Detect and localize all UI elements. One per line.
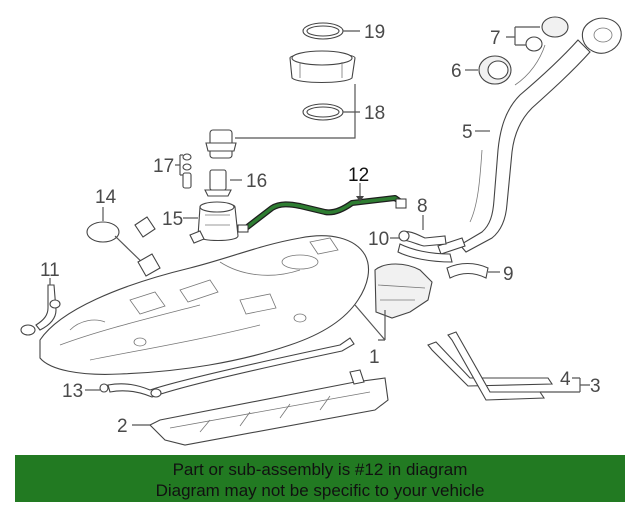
info-banner: Part or sub-assembly is #12 in diagram D… — [15, 455, 625, 502]
fuel-pump-16 — [204, 169, 232, 197]
filler-cap — [478, 16, 569, 85]
callout-13: 13 — [62, 381, 83, 402]
callout-1: 1 — [369, 347, 380, 368]
o-rings-17 — [182, 153, 192, 189]
filler-neck — [437, 17, 622, 255]
callout-3: 3 — [590, 376, 601, 397]
callout-14: 14 — [95, 187, 117, 208]
fuel-tube-12-highlight — [237, 195, 407, 233]
sender-unit — [86, 216, 161, 277]
fuel-tank — [39, 235, 370, 375]
callout-8: 8 — [417, 196, 428, 217]
leader-lines — [49, 26, 590, 426]
banner-line-1: Part or sub-assembly is #12 in diagram — [172, 460, 468, 479]
banner-line-2: Diagram may not be specific to your vehi… — [155, 481, 485, 500]
callout-19: 19 — [364, 22, 385, 43]
parts-diagram: 1 2 3 4 5 6 7 8 9 10 11 12 13 14 15 16 1… — [20, 16, 622, 446]
skid-plate — [149, 369, 389, 446]
callout-11: 11 — [40, 260, 60, 281]
callout-7: 7 — [490, 28, 501, 49]
callout-18: 18 — [364, 103, 385, 124]
callout-15: 15 — [162, 209, 183, 230]
callout-6: 6 — [451, 61, 462, 82]
callout-9: 9 — [503, 264, 514, 285]
callout-10: 10 — [368, 229, 389, 250]
fuel-filter — [205, 129, 237, 159]
fuel-pump-module — [189, 201, 239, 244]
tank-protector — [374, 263, 433, 319]
callout-5: 5 — [462, 122, 473, 143]
callout-12: 12 — [348, 165, 369, 186]
tank-straps — [427, 331, 554, 401]
callout-4: 4 — [560, 369, 571, 390]
vent-line — [20, 284, 61, 336]
lock-ring-gasket — [289, 22, 356, 121]
callout-17: 17 — [153, 156, 174, 177]
fuel-line-13 — [99, 337, 355, 398]
callout-2: 2 — [117, 416, 128, 437]
arrowhead-12 — [356, 196, 364, 202]
hoses — [397, 230, 489, 279]
callout-numbers: 1 2 3 4 5 6 7 8 9 10 11 12 13 14 15 16 1… — [40, 22, 601, 437]
callout-16: 16 — [246, 171, 267, 192]
